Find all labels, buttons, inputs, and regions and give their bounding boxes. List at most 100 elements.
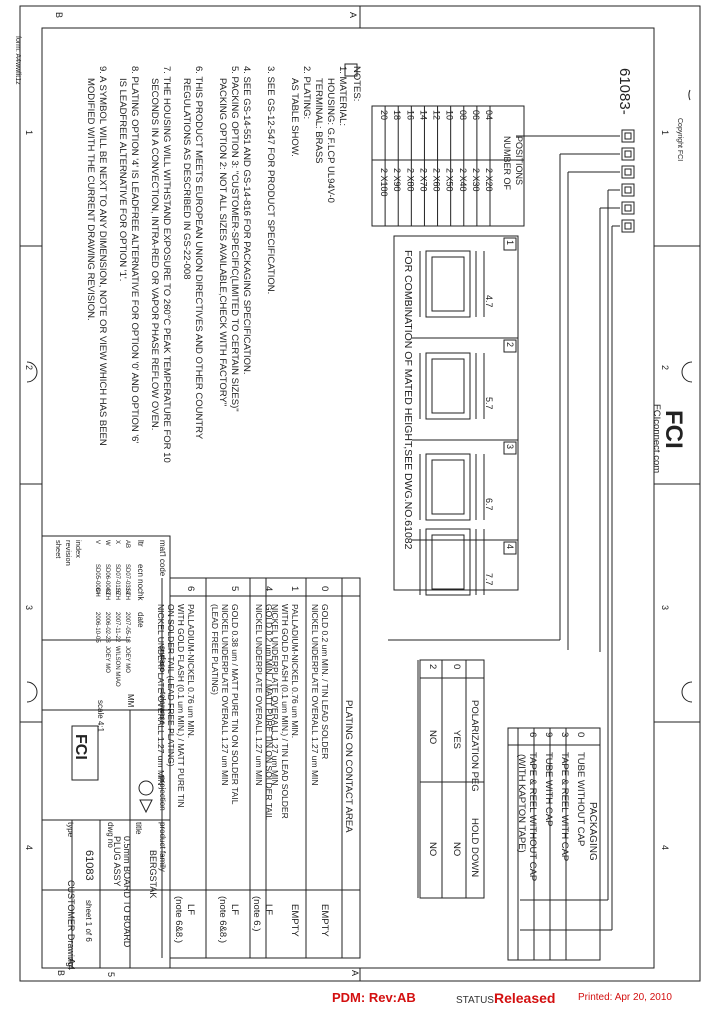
note-line: SECONDS IN A CONVECTION, INTRA-RED OR VA… [149,78,160,430]
positions-row-count: 2 X20 [484,168,494,192]
surface-label: surface [158,646,167,673]
part-number-digit-box [621,165,635,179]
zone-number-left: 2 [24,365,34,370]
title-block: mat'l codesurfacetoleranceprojectionprod… [41,535,171,971]
revision-entry: AB [124,540,130,548]
positions-row-code: 06 [471,110,481,120]
packaging-option: TAPE & REEL WITHOUT CAP [527,752,538,881]
printed-date: Printed: Apr 20, 2010 [578,992,672,1003]
revision-entry: 2006-10-05 [94,612,100,643]
note-line: 8. PLATING OPTION '4' IS LEADFREE ALTERN… [129,66,140,443]
drawing-title: PLUG ASSY [112,836,122,887]
zone-letter-bottom: A [350,970,360,976]
positions-row-code: 10 [445,110,455,120]
scale: scale 4:1 [96,700,105,733]
mated-height-caption: FOR COMBINATION OF MATED HEIGHT,SEE DWG.… [402,250,414,550]
plating-option-spec: NICKEL UNDERPLATE OVERALL 1.27 um MIN [310,604,320,786]
plating-option-spec: PALLADIUM-NICKEL 0.76 um MIN. [186,604,196,738]
plating-option-spec: (LEAD FREE PLATING) [210,604,220,695]
positions-row-code: 14 [418,110,428,120]
revision-entry: 2006-02-28 [104,612,110,643]
plating-option-code: 4 [263,586,274,591]
positions-row-code: 18 [392,110,402,120]
connector-inner-outline [431,534,465,590]
packaging-option-note: (WITH KAPTON TAPE) [516,754,527,853]
polarization-peg: NO [427,730,438,744]
registration-mark-icon [681,681,693,703]
drawing-number: 61083 [83,850,95,881]
packaging-code: 9 [543,732,554,737]
note-line: IS LEADFREE ALTERNATIVE FOR OPTION '1'. [117,78,128,281]
sheet-count: sheet 1 of 6 [84,900,93,942]
copyright-text: Copyright FCI [676,118,683,161]
polarization-header: HOLD DOWN [469,818,480,877]
sheet-size: A4 [65,958,76,971]
part-number-prefix: 61083- [616,68,633,115]
plating-option-spec: NICKEL UNDERPLATE OVERALL 1.27 um MIN [156,604,166,786]
positions-row-count: 2 X40 [458,168,468,192]
tolerance-label: tolerance [158,692,167,725]
note-line: 6. THIS PRODUCT MEETS EUROPEAN UNION DIR… [193,66,204,440]
plating-flag: EMPTY [319,904,330,937]
part-number-digit-box [621,129,635,143]
revision-triangle-symbol [344,63,358,77]
index-label: revision [64,540,73,566]
plating-option-spec: GOLD 0.2 um MIN. / MATT PURE TIN ON SOLD… [264,604,274,820]
positions-row-code: 16 [405,110,415,120]
title-block-frame [41,535,171,969]
registration-mark-icon [688,89,691,101]
note-line: 9. A SYMBOL WILL BE NEXT TO ANY DIMENSIO… [97,66,108,446]
drawing-title: 0.5mm BOARD TO BOARD [122,836,132,948]
note-line: MODIFIED WITH THE CURRENT DRAWING REVISI… [85,78,96,321]
drawing-notes: NOTES:1. MATERIAL:HOUSING: G.F.LCP UL94V… [85,63,362,463]
packaging-option: TUBE WITHOUT CAP [575,752,586,846]
part-number-digit-inner [624,168,632,176]
connector-body-outline [425,528,471,596]
plating-option-spec: WITH GOLD FLASH (0.1 um MIN.) / MATT PUR… [176,604,186,808]
revision-entry: SD07-0116 [114,564,120,595]
zone-number-right: 2 [660,365,670,370]
positions-row-count: 2 X60 [432,168,442,192]
registration-mark-icon [26,361,38,383]
positions-row-count: 2 X90 [392,168,402,192]
revision-header: ecn no [136,564,145,589]
product-family-label: product family [158,822,167,872]
note-line: 4. SEE GS-14-551 AND GS-14-816 FOR PACKA… [241,66,252,375]
plating-option-spec: WITH GOLD FLASH (0.1 um MIN.) / TIN LEAD… [280,604,290,819]
plating-option-code: 5 [229,586,240,591]
fci-logo: FCI [660,410,687,449]
revision-header: chk [136,588,145,601]
packaging-frame [507,727,601,961]
revision-entry: SZH [124,588,130,600]
positions-row-count: 2 X30 [471,168,481,192]
pdm-revision: PDM: Rev:AB [332,990,416,1005]
plating-option-spec: NICKEL UNDERPLATE OVERALL 1.27 um MIN [270,604,280,786]
fci-logo-small: FCI [72,734,89,760]
height-dimension: 7.7 [484,573,494,586]
plating-flag-note: (note 6.) [251,896,262,931]
connector-inner-outline [431,459,465,515]
status-label: STATUS [456,995,494,1006]
zone-number-right: 1 [660,130,670,135]
polarization-code: 2 [427,664,438,669]
notes-heading: NOTES: [351,66,362,101]
part-number-block: 61083- [388,68,635,931]
projection-symbol-icon [138,780,154,796]
connector-body-outline [425,352,471,420]
note-line: 7. THE HOUSING WILL WITHSTAND EXPOSURE T… [161,66,172,463]
zone-number-left: 3 [24,605,34,610]
part-number-digit-box [621,147,635,161]
height-dimension: 5.7 [484,397,494,410]
revision-entry: SZH [104,588,110,600]
view-number-box [503,441,517,455]
revision-entry: SZH [114,588,120,600]
plating-option-code: 1 [289,586,300,591]
registration-mark-icon [681,361,693,383]
view-number-box [503,339,517,353]
view-number-box [503,237,517,251]
note-line: 1. MATERIAL: [337,66,348,126]
revision-entry: X [114,540,120,544]
inner-border [41,27,655,969]
